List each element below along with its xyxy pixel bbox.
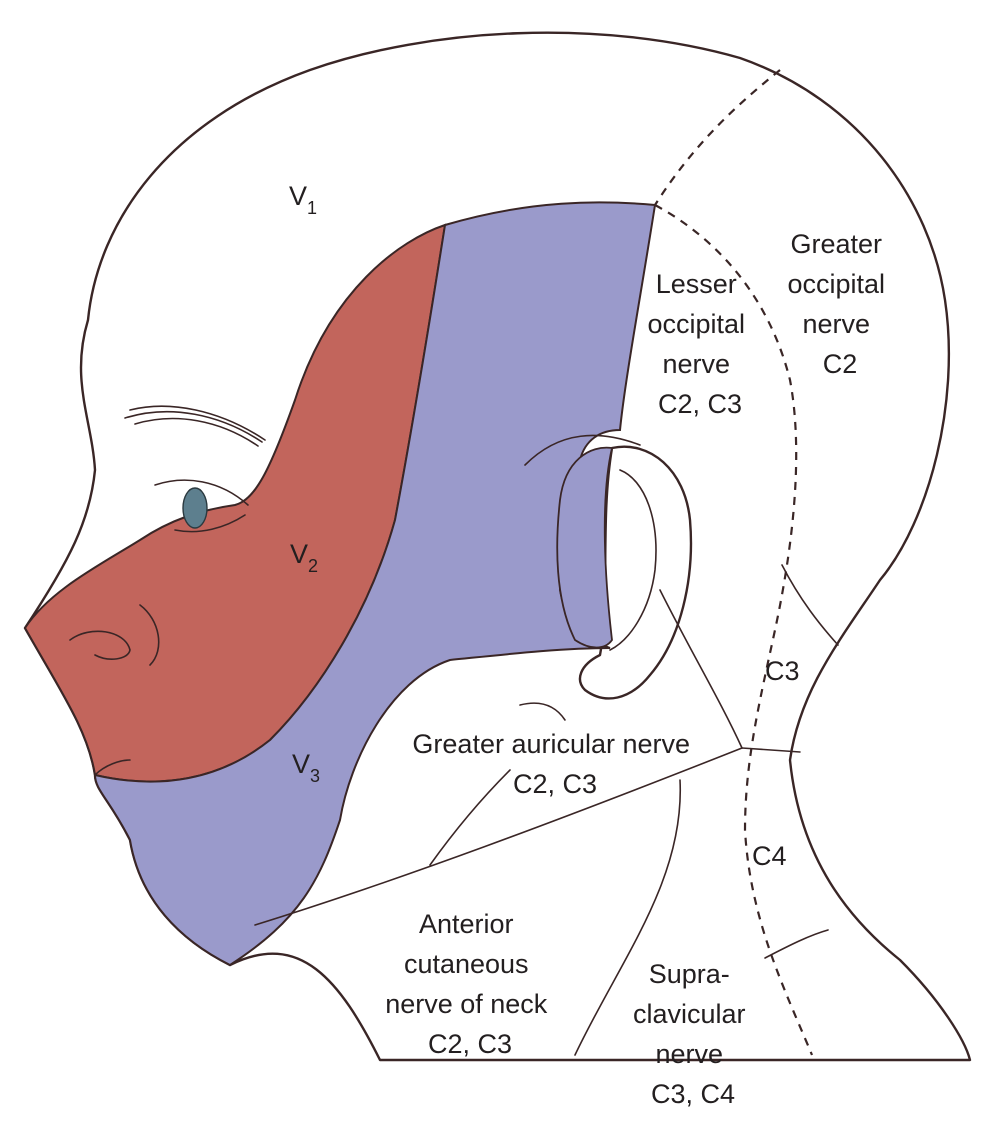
v3-region xyxy=(93,201,657,967)
c4-label: C4 xyxy=(752,841,787,871)
line-c3-upper xyxy=(781,564,839,646)
line-lesser-greater-occipital xyxy=(654,204,814,1056)
ear-helix-line xyxy=(524,434,641,466)
v2-label: V2 xyxy=(290,539,318,576)
eye-iris xyxy=(182,487,208,529)
anterior-cutaneous-label: Anterior cutaneous nerve of neck C2, C3 xyxy=(385,909,555,1059)
ear-lobe-crease xyxy=(519,702,566,721)
supraclavicular-label: Supra- clavicular nerve C3, C4 xyxy=(633,959,753,1109)
greater-occipital-label: Greater occipital nerve C2 xyxy=(787,229,892,379)
c3-label: C3 xyxy=(765,656,800,686)
line-c4-lower xyxy=(764,929,829,959)
line-anterior-boundary xyxy=(254,747,743,926)
v3-label: V3 xyxy=(292,749,320,786)
lip-line xyxy=(94,759,131,776)
v1-label: V1 xyxy=(289,181,317,218)
eyebrow xyxy=(129,405,266,441)
eyebrow-hair xyxy=(124,410,263,447)
greater-auricular-label: Greater auricular nerve C2, C3 xyxy=(412,729,697,799)
nostril xyxy=(69,630,131,660)
eye-upper-lid xyxy=(154,479,249,506)
line-auricular-inner xyxy=(429,769,511,866)
line-auricular-neck xyxy=(659,589,743,749)
ear-inner-fold xyxy=(609,469,657,651)
ear-purple-inner xyxy=(556,446,614,649)
lesser-occipital-label: Lesser occipital nerve C2, C3 xyxy=(647,269,752,419)
nose-wing xyxy=(139,604,160,666)
eye-lower-lid xyxy=(174,514,246,533)
line-supraclav-front xyxy=(574,779,682,1056)
line-c3-c4 xyxy=(741,747,801,753)
line-occipital-top xyxy=(654,69,781,206)
